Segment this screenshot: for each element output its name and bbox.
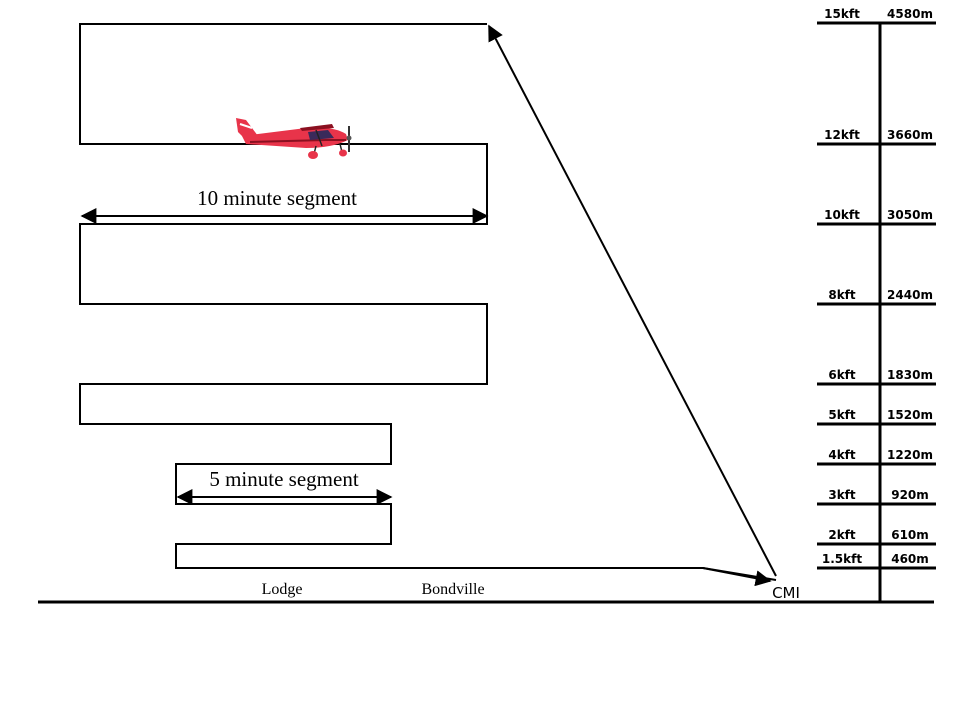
lodge-label: Lodge [262,581,303,598]
altitude-m-label: 1830m [887,368,933,382]
altitude-m-label: 4580m [887,7,933,21]
altitude-kft-label: 3kft [828,488,856,502]
altitude-m-label: 3660m [887,128,933,142]
altitude-kft-label: 10kft [824,208,860,222]
altitude-m-label: 920m [891,488,929,502]
altitude-m-label: 610m [891,528,929,542]
approach-arrow [702,567,772,587]
climb-arrow [488,24,777,577]
airplane-icon [236,118,352,159]
altitude-kft-label: 1.5kft [822,552,862,566]
bondville-label: Bondville [421,581,484,598]
altitude-kft-label: 12kft [824,128,860,142]
altitude-m-label: 1520m [887,408,933,422]
altitude-kft-label: 6kft [828,368,856,382]
altitude-kft-label: 15kft [824,7,860,21]
altitude-m-label: 2440m [887,288,933,302]
altitude-kft-label: 2kft [828,528,856,542]
five-minute-label: 5 minute segment [209,467,358,491]
altitude-kft-label: 5kft [828,408,856,422]
flight-path [79,23,777,581]
altitude-kft-label: 8kft [828,288,856,302]
ten-minute-label: 10 minute segment [197,186,357,210]
altitude-kft-label: 4kft [828,448,856,462]
altitude-m-label: 3050m [887,208,933,222]
altitude-scale: 15kft 4580m 12kft 3660m 10kft 3050m 8kft 2440m 6… [817,7,936,570]
altitude-m-label: 1220m [887,448,933,462]
cmi-label: CMI [772,584,800,602]
altitude-m-label: 460m [891,552,929,566]
